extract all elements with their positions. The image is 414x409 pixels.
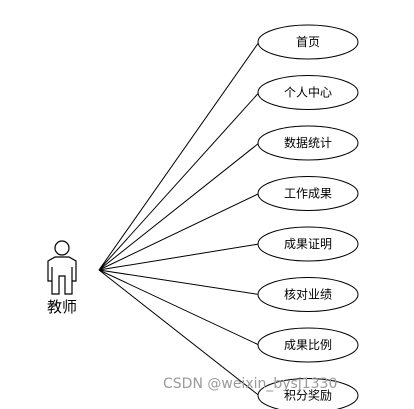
watermark: CSDN @weixin_bysj1330 bbox=[163, 376, 338, 392]
actor-head bbox=[54, 240, 70, 256]
use-case-label: 数据统计 bbox=[284, 135, 332, 150]
association-line-result-ratio bbox=[98, 269, 260, 346]
association-line-result-proof bbox=[98, 243, 260, 271]
association-line-home bbox=[98, 41, 260, 271]
use-case-work-results: 工作成果 bbox=[257, 176, 359, 211]
use-case-label: 积分奖励 bbox=[284, 389, 332, 403]
association-line-verify-performance bbox=[98, 269, 260, 295]
use-case-result-proof: 成果证明 bbox=[257, 226, 359, 262]
association-line-data-stats bbox=[98, 142, 260, 271]
use-case-ellipse bbox=[257, 378, 359, 409]
use-case-label: 个人中心 bbox=[284, 85, 332, 100]
use-case-ellipse bbox=[257, 226, 359, 262]
actor-body bbox=[47, 256, 77, 295]
use-case-ellipse bbox=[257, 75, 359, 110]
use-case-verify-performance: 核对业绩 bbox=[257, 277, 359, 312]
use-case-home: 首页 bbox=[257, 24, 359, 60]
use-case-ellipse bbox=[257, 125, 359, 161]
actor-teacher bbox=[47, 240, 77, 295]
use-case-personal-center: 个人中心 bbox=[257, 75, 359, 110]
use-case-result-ratio: 成果比例 bbox=[257, 327, 359, 363]
use-case-data-stats: 数据统计 bbox=[257, 125, 359, 161]
use-case-ellipse bbox=[257, 24, 359, 60]
association-line-work-results bbox=[98, 193, 260, 271]
use-case-points-reward: 积分奖励 bbox=[257, 378, 359, 409]
association-line-personal-center bbox=[98, 92, 260, 271]
use-case-label: 成果比例 bbox=[284, 338, 332, 352]
association-line-points-reward bbox=[98, 269, 260, 396]
use-case-label: 工作成果 bbox=[284, 187, 332, 201]
association-lines bbox=[98, 41, 260, 396]
use-case-label: 成果证明 bbox=[284, 237, 332, 251]
use-case-label: 核对业绩 bbox=[284, 288, 332, 302]
use-case-ellipse bbox=[257, 176, 359, 211]
use-case-label: 首页 bbox=[296, 35, 320, 49]
use-case-ellipse bbox=[257, 277, 359, 312]
actor-label: 教师 bbox=[47, 298, 77, 316]
use-case-ellipse bbox=[257, 327, 359, 363]
